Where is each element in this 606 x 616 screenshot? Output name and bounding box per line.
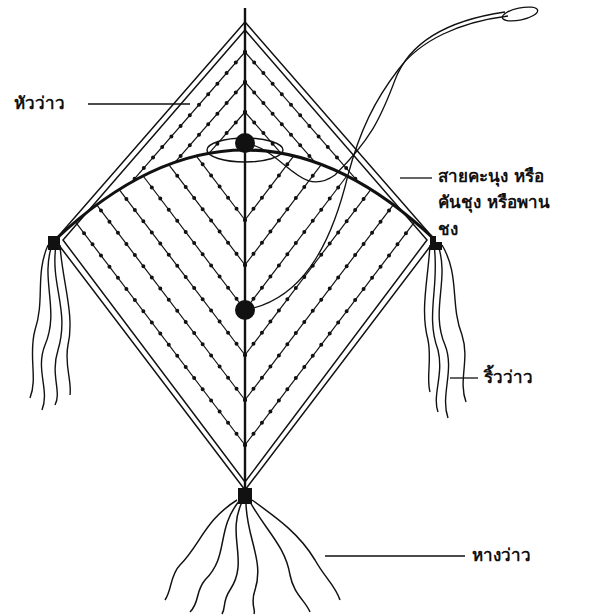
part-label: หางว่าว	[470, 542, 533, 568]
kite-spine	[244, 8, 246, 500]
stitch-dots	[245, 165, 321, 265]
side-tassel	[30, 245, 466, 418]
stitch-line	[119, 190, 245, 355]
leader-line	[88, 104, 478, 556]
stitch-line	[245, 222, 414, 445]
stitch-dots	[119, 190, 245, 355]
stitch-dots	[97, 205, 245, 400]
kite-tail	[165, 500, 340, 614]
stitch-line	[132, 52, 245, 182]
stitch-dots	[76, 222, 245, 445]
stitch-dots	[245, 52, 358, 182]
stitch-dots	[245, 222, 414, 445]
tassel-knot	[48, 236, 442, 504]
kite-bow	[55, 150, 435, 240]
stitch-dots	[132, 52, 245, 182]
part-label: ริ้วว่าว	[482, 364, 535, 390]
part-label: หัวว่าว	[12, 90, 67, 116]
stitch-dots	[245, 190, 371, 355]
bridle-string	[245, 4, 539, 310]
stitch-line	[169, 165, 245, 265]
stitch-line	[197, 156, 245, 220]
stitch-line	[245, 205, 393, 400]
part-label: สายคะนุง หรือคันชุง หรือพานชง	[436, 163, 558, 242]
stitch-dots	[169, 165, 245, 265]
stitch-line	[245, 52, 358, 182]
stitch-line	[76, 222, 245, 445]
bridle-knot	[235, 300, 255, 320]
kite-outline	[55, 22, 435, 490]
stitch-line	[97, 205, 245, 400]
stitch-line	[245, 190, 371, 355]
stitch-dots	[197, 156, 245, 220]
stitch-line	[245, 165, 321, 265]
bridle-knot	[235, 133, 255, 153]
stitch-dots	[245, 205, 393, 400]
